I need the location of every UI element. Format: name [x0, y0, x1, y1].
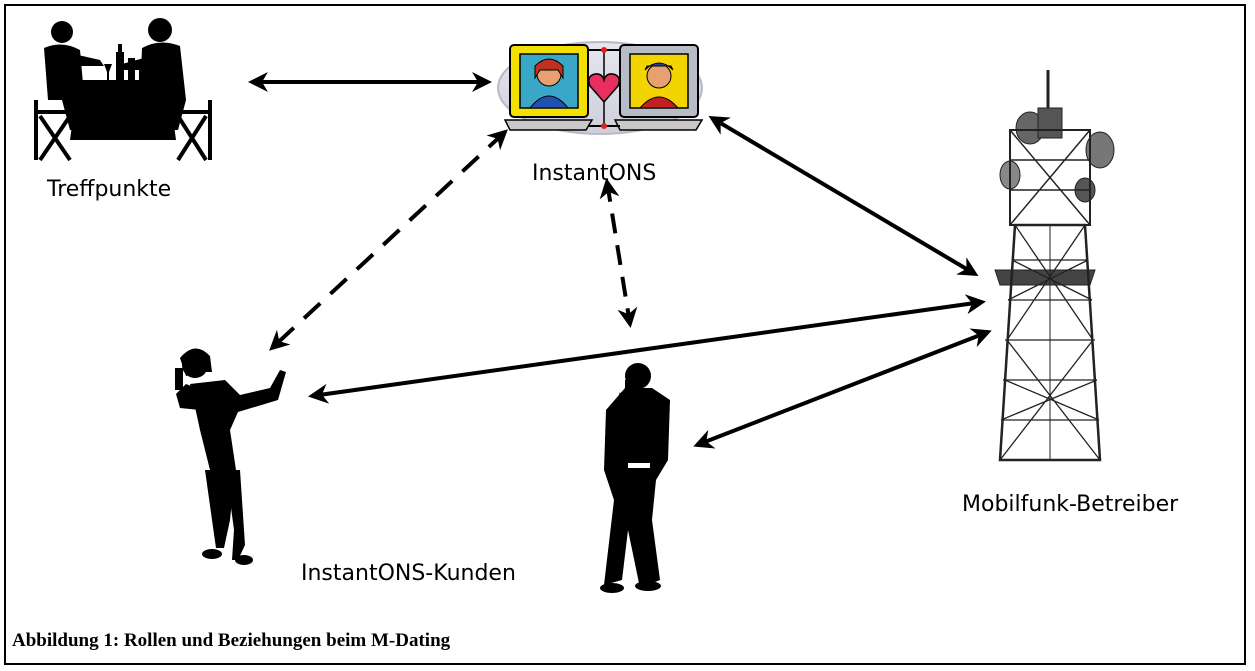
label-treffpunkte: Treffpunkte — [47, 177, 172, 202]
relationship-arrows — [248, 72, 992, 449]
label-instantons: InstantONS — [532, 161, 657, 186]
arrow-instantons-mann — [599, 178, 638, 328]
label-mobilfunk-betreiber: Mobilfunk-Betreiber — [962, 492, 1179, 517]
label-instantons-kunden: InstantONS-Kunden — [301, 561, 516, 586]
arrow-instantons-frau — [269, 129, 508, 351]
arrow-mann-betreiber — [693, 328, 992, 449]
couple-at-table-icon — [34, 18, 212, 162]
woman-with-phone-icon — [175, 348, 286, 565]
cell-tower-icon — [994, 70, 1115, 462]
arrow-instantons-betreiber — [708, 115, 979, 277]
computer-dating-icon — [497, 41, 704, 135]
arrow-frau-betreiber — [308, 294, 986, 404]
man-with-phone-icon — [600, 363, 670, 593]
figure-caption: Abbildung 1: Rollen und Beziehungen beim… — [12, 630, 451, 651]
